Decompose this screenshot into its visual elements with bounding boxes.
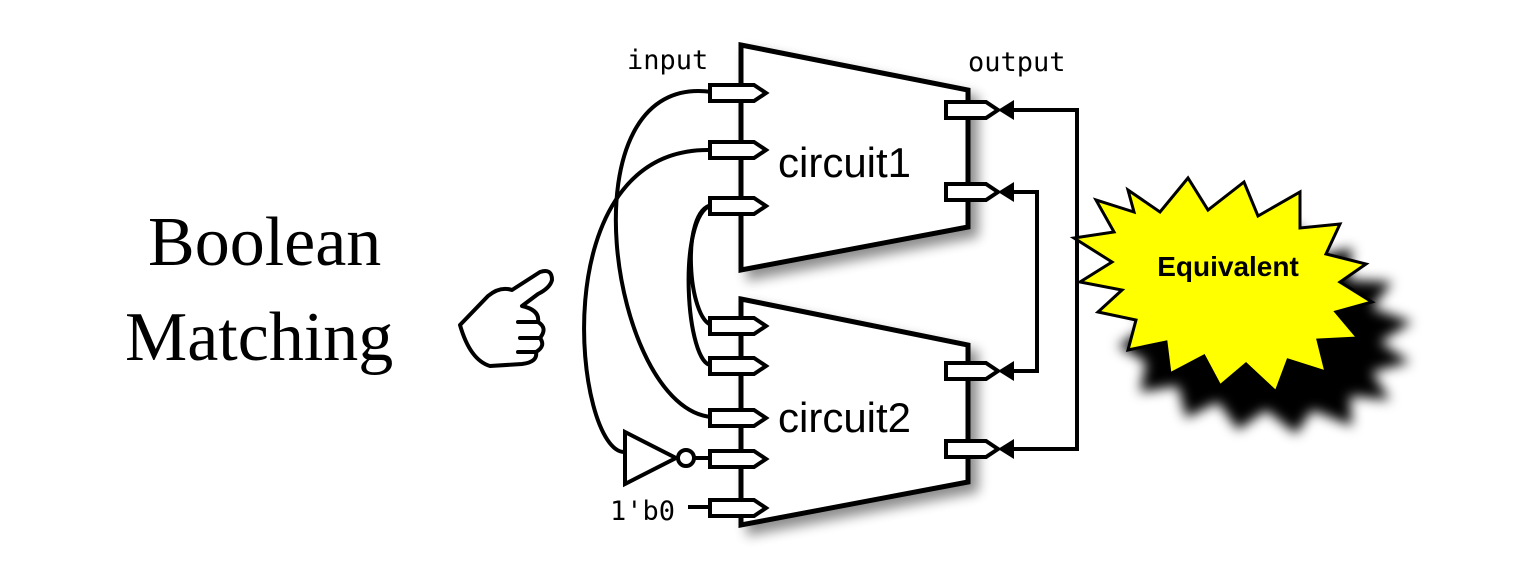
- c2-input-port-5: [708, 498, 770, 518]
- c2-input-port-1: [708, 316, 770, 336]
- circuit1-input-ports: [708, 83, 770, 216]
- not-gate-icon: [623, 428, 712, 488]
- pointing-hand-icon: [458, 269, 554, 368]
- badge-star: [1069, 175, 1376, 395]
- c1-input-port-2: [708, 140, 770, 160]
- c2-input-port-2: [708, 356, 770, 376]
- wires: [582, 89, 1079, 509]
- c2-input-port-4: [708, 449, 770, 469]
- circuit1-label: circuit1: [778, 139, 911, 186]
- constant-label: 1'b0: [610, 496, 675, 527]
- circuit1-block: [738, 41, 971, 274]
- c2-output-port-1: [944, 361, 1002, 381]
- circuit1-output-ports: [944, 100, 1002, 202]
- title-line-2: Matching: [125, 299, 393, 376]
- equivalent-badge: Equivalent: [1069, 175, 1412, 434]
- c1-output-port-2: [944, 182, 1002, 202]
- input-label: input: [627, 45, 708, 76]
- circuit2-label: circuit2: [778, 394, 911, 441]
- c2-output-port-2: [944, 439, 1002, 459]
- output-label: output: [968, 47, 1066, 78]
- c1-input-port-3: [708, 196, 770, 216]
- circuit2-input-ports: [708, 316, 770, 518]
- c1-input-port-1: [708, 83, 770, 103]
- badge-label: Equivalent: [1157, 251, 1299, 282]
- title-line-1: Boolean: [148, 204, 381, 281]
- c1-output-port-1: [944, 100, 1002, 120]
- c2-input-port-3: [708, 408, 770, 428]
- circuit2-output-ports: [944, 361, 1002, 459]
- output-arrowheads: [998, 100, 1014, 459]
